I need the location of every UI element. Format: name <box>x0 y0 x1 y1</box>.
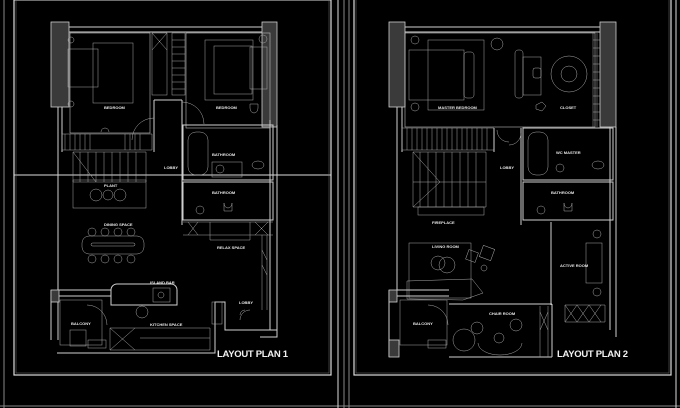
room-label: PLANT <box>104 183 118 188</box>
plan-title: LAYOUT PLAN 1 <box>217 349 289 360</box>
room-label: LIVING ROOM <box>432 244 460 249</box>
armchair-icon <box>470 321 484 335</box>
column <box>50 21 70 108</box>
bathtub-icon <box>527 131 549 176</box>
room-label: KITCHEN SPACE <box>150 322 183 327</box>
room-label: RELAX SPACE <box>217 245 245 250</box>
room-label: CLOSET <box>560 105 577 110</box>
room-label: DINING SPACE <box>104 222 133 227</box>
room-label: BEDROOM <box>216 105 238 110</box>
bathtub-icon <box>187 131 209 176</box>
plant-icon <box>452 328 476 352</box>
room-label: BATHROOM <box>212 152 236 157</box>
room-label: BATHROOM <box>212 190 236 195</box>
sink-icon <box>215 164 225 174</box>
sheet-frame-2 <box>340 0 680 408</box>
room-label: WC MASTER <box>556 150 581 155</box>
chair-icon <box>100 127 110 133</box>
toilet-icon <box>249 103 259 114</box>
column <box>261 21 278 128</box>
sink-icon <box>555 163 565 173</box>
dining-table-icon <box>81 235 145 255</box>
armchair-icon <box>490 37 504 51</box>
sheet-frame-1 <box>0 0 340 408</box>
rug-icon <box>550 55 588 93</box>
plan-2 <box>388 21 617 358</box>
room-label: BALCONY <box>71 321 91 326</box>
room-label: FIREPLACE <box>432 220 455 225</box>
room-label: ACTIVE ROOM <box>560 263 589 268</box>
room-label: LOBBY <box>500 165 514 170</box>
room-label: ISLAND BAR <box>150 280 175 285</box>
plan-1 <box>50 21 278 354</box>
toilet-icon <box>591 160 605 170</box>
room-label: LOBBY <box>239 300 253 305</box>
table-icon <box>585 242 603 284</box>
fireplace-icon <box>417 206 485 216</box>
chair-icon <box>532 67 542 79</box>
room-label: CHAIR ROOM <box>489 311 516 316</box>
room-label: MASTER BEDROOM <box>438 105 478 110</box>
balcony-area <box>59 299 103 346</box>
armchair-icon <box>465 249 479 263</box>
balcony-area <box>399 299 448 346</box>
lamp-icon <box>67 36 75 44</box>
column <box>599 21 617 128</box>
room-label: LOBBY <box>164 165 178 170</box>
room-label: BATHROOM <box>551 190 575 195</box>
plant-icon <box>89 188 103 202</box>
plan-title: LAYOUT PLAN 2 <box>557 349 628 360</box>
toilet-icon <box>251 160 265 170</box>
room-label: BEDROOM <box>104 105 126 110</box>
stool-icon <box>135 305 149 319</box>
column <box>388 21 406 108</box>
room-label: BALCONY <box>413 321 433 326</box>
bed-icon <box>213 45 253 95</box>
toilet-icon <box>223 202 233 212</box>
bed-icon <box>92 42 134 104</box>
cooktop-icon <box>152 287 171 303</box>
bed-icon <box>408 49 465 101</box>
